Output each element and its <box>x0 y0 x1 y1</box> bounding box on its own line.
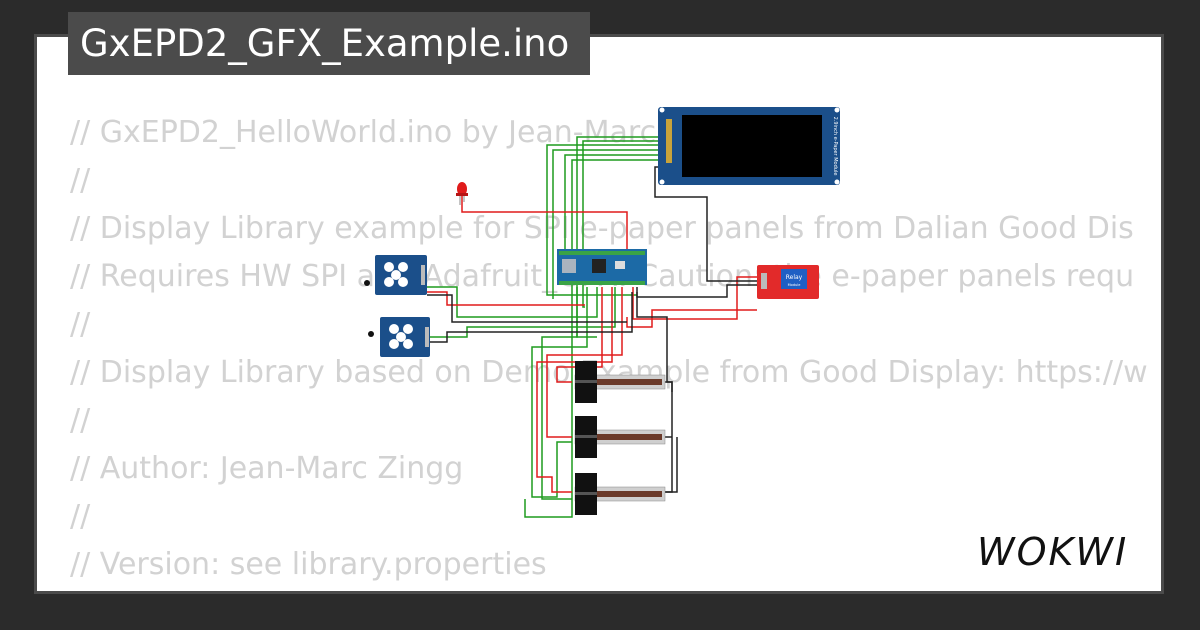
red-led[interactable] <box>456 182 468 205</box>
code-line: // Author: Jean-Marc Zingg <box>70 451 464 486</box>
code-line: // GxEPD2_HelloWorld.ino by Jean-Marc <box>70 115 657 150</box>
code-line: // <box>70 307 91 342</box>
epaper-display[interactable]: 2.9inch e-Paper Module <box>658 107 840 185</box>
wires <box>427 136 757 518</box>
sketch-title: GxEPD2_GFX_Example.ino <box>68 12 590 75</box>
joystick-module-1[interactable] <box>364 255 427 295</box>
relay-label: Relay <box>786 274 803 281</box>
code-preview: // GxEPD2_HelloWorld.ino by Jean-Marc //… <box>70 109 1161 591</box>
code-line: // Version: see library.properties <box>70 547 547 582</box>
epaper-label: 2.9inch e-Paper Module <box>832 117 838 176</box>
code-line: // <box>70 163 91 198</box>
arduino-nano[interactable] <box>557 249 647 285</box>
wokwi-logo: WOKWI <box>977 530 1128 574</box>
code-line: // Display Library example for SPI e-pap… <box>70 211 1134 246</box>
slide-potentiometer-1[interactable] <box>574 361 666 403</box>
code-line: // <box>70 403 91 438</box>
relay-module[interactable]: Relay Module <box>757 265 819 299</box>
code-line: // <box>70 499 91 534</box>
circuit-diagram: 2.9inch e-Paper Module Relay Module <box>364 107 840 518</box>
relay-sublabel: Module <box>788 283 801 287</box>
slide-potentiometer-2[interactable] <box>574 416 666 458</box>
joystick-module-2[interactable] <box>368 317 430 357</box>
slide-potentiometer-3[interactable] <box>574 473 666 515</box>
project-preview-card: // GxEPD2_HelloWorld.ino by Jean-Marc //… <box>34 34 1164 594</box>
wokwi-logo-text: WOKWI <box>977 530 1128 574</box>
